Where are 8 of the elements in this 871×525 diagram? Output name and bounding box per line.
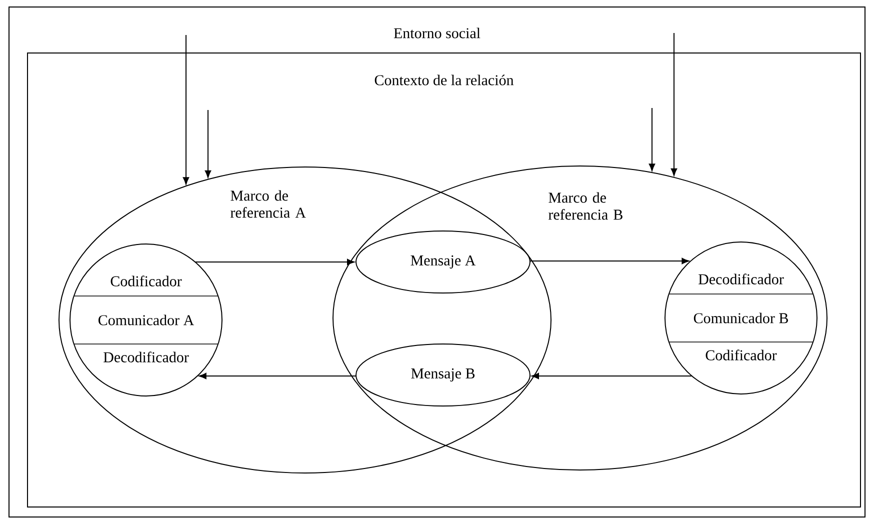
arrow	[198, 372, 356, 380]
arrow	[182, 34, 190, 185]
arrow	[204, 110, 212, 178]
arrow	[194, 258, 355, 266]
arrow	[648, 108, 656, 172]
arrow	[670, 32, 678, 176]
arrow	[530, 258, 690, 264]
arrow	[532, 372, 692, 380]
